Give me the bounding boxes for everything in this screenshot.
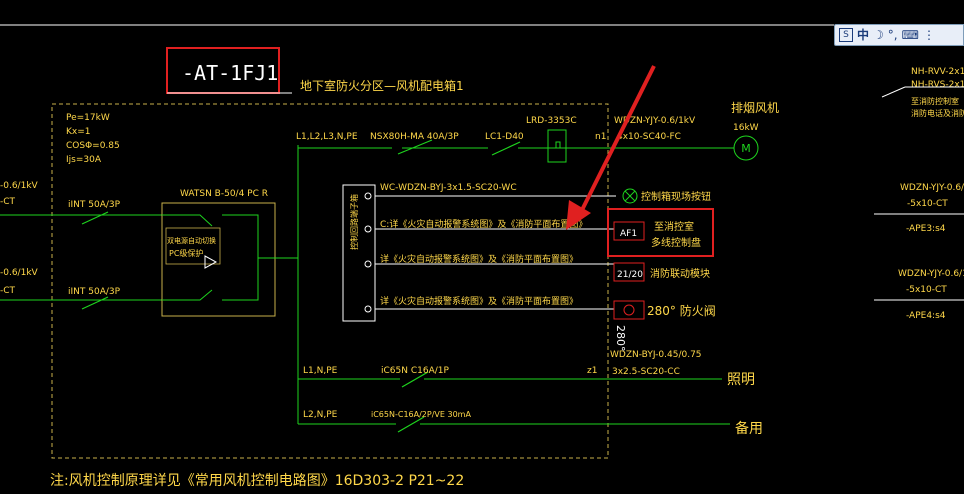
spare-breaker-switch xyxy=(397,416,425,433)
lighting-bus: L1,N,PE xyxy=(303,366,338,376)
ats-inner-text2: PC级保护 xyxy=(169,248,203,258)
linkage-box-label: 21/20 xyxy=(617,270,643,280)
af-box xyxy=(613,221,645,241)
incoming2-switch xyxy=(81,296,109,310)
control-line-d: 详《火灾自动报警系统图》及《消防平面布置图》 xyxy=(380,253,578,265)
fan-contactor-switch xyxy=(491,141,521,156)
main-bus-label: L1,L2,L3,N,PE xyxy=(296,132,358,142)
control-cable: WC-WDZN-BYJ-3x1.5-SC20-WC xyxy=(380,183,517,193)
fan-circuit-no: n1 xyxy=(595,132,606,142)
incoming1-breaker: iINT 50A/3P xyxy=(68,200,121,210)
control-module-label: 控制回路端子箱 xyxy=(349,194,359,250)
spare-label: 备用 xyxy=(735,420,763,437)
right-cable-a2: NH-RVS-2x1.0 xyxy=(911,80,964,90)
lighting-circuit: z1 xyxy=(587,366,597,376)
ats-inner-text1: 双电源自动切换 xyxy=(167,236,216,245)
incoming2-cable2: -CT xyxy=(0,286,16,296)
annotation-arrow-head xyxy=(566,200,591,230)
panel-id: -AT-1FJ1 xyxy=(182,61,278,85)
indicator-lamp-cross2 xyxy=(624,190,636,202)
right-label-b: -APE3:s4 xyxy=(906,224,946,234)
thermal-relay-box xyxy=(547,129,567,163)
param-kx: Kx=1 xyxy=(66,127,91,137)
fan-cable1: WDZN-YJY-0.6/1kV xyxy=(614,116,696,126)
right-a-diag xyxy=(881,86,906,98)
control-terminal-box xyxy=(342,184,376,322)
af-highlight xyxy=(607,208,714,257)
thermal-relay-icon xyxy=(552,141,564,149)
ats-in2 xyxy=(162,289,213,301)
spare-breaker: iC65N-C16A/2P/VE 30mA xyxy=(371,410,471,419)
moon-icon[interactable]: ☽ xyxy=(873,28,884,42)
right-cable-b2: -5x10-CT xyxy=(907,199,948,209)
right-cable-c2: -5x10-CT xyxy=(906,285,947,295)
punctuation-icon[interactable]: °, xyxy=(887,28,898,42)
control-line-e: 详《火灾自动报警系统图》及《消防平面布置图》 xyxy=(380,295,578,307)
lighting-label: 照明 xyxy=(727,372,755,388)
linkage-text: 消防联动模块 xyxy=(650,267,710,280)
right-cable-c1: WDZN-YJY-0.6/1kV xyxy=(898,269,964,279)
ime-toolbar[interactable]: S 中 ☽ °, ⌨ ⋮ xyxy=(834,24,964,46)
footer-note: 注:风机控制原理详见《常用风机控制电路图》16D303-2 P21~22 xyxy=(50,473,464,489)
ats-trip-icon xyxy=(204,255,218,269)
lighting-breaker-switch xyxy=(401,371,429,388)
lighting-cable1: WDZN-BYJ-0.45/0.75 xyxy=(610,350,702,360)
right-label-c: -APE4:s4 xyxy=(906,311,946,321)
fan-cable2: 4x10-SC40-FC xyxy=(617,132,681,142)
incoming1-cable: -0.6/1kV xyxy=(0,181,39,191)
incoming2-breaker: iINT 50A/3P xyxy=(68,287,121,297)
indicator-lamp-icon xyxy=(622,188,638,204)
motor-icon xyxy=(733,135,759,161)
param-cos: COSΦ=0.85 xyxy=(66,141,120,151)
damper-icon xyxy=(623,304,635,316)
right-text-a1: 至消防控制室 xyxy=(911,96,959,106)
control-lines xyxy=(364,192,616,313)
fan-breaker-label: NSX80H-MA 40A/3P xyxy=(370,132,459,142)
ats-box xyxy=(161,202,276,317)
ime-logo-icon[interactable]: S xyxy=(839,28,853,42)
spare-bus: L2,N,PE xyxy=(303,410,338,420)
af-text1: 至消控室 xyxy=(654,220,694,233)
ats-in1 xyxy=(162,214,213,227)
lighting-breaker: iC65N C16A/1P xyxy=(381,366,449,376)
af-text2: 多线控制盘 xyxy=(651,236,701,249)
right-cable-a1: NH-RVV-2x1.5 xyxy=(911,67,964,77)
param-pe: Pe=17kW xyxy=(66,113,110,123)
lighting-cable2: 3x2.5-SC20-CC xyxy=(612,367,680,377)
annotation-arrow-shaft xyxy=(577,65,656,217)
af-box-label: AF1 xyxy=(620,229,637,239)
linkage-box xyxy=(613,262,645,282)
fan-power: 16kW xyxy=(733,123,759,133)
right-cable-b1: WDZN-YJY-0.6/1kV xyxy=(900,183,964,193)
fan-contactor-label: LC1-D40 xyxy=(485,132,524,142)
indicator-label: 控制箱现场按钮 xyxy=(641,190,711,203)
motor-symbol: M xyxy=(741,142,751,155)
ats-label: WATSN B-50/4 PC R xyxy=(180,189,268,199)
incoming2-cable: -0.6/1kV xyxy=(0,268,39,278)
damper-text: 280° 防火阀 xyxy=(647,303,716,318)
keyboard-icon[interactable]: ⌨ xyxy=(901,28,919,42)
fan-relay-label: LRD-3353C xyxy=(526,116,577,126)
panel-desc: 地下室防火分区—风机配电箱1 xyxy=(300,78,464,93)
panel-outline xyxy=(51,103,609,459)
damper-box xyxy=(613,300,645,320)
more-options-icon[interactable]: ⋮ xyxy=(922,28,935,42)
damper-vertical: 280° xyxy=(614,325,627,352)
incoming1-cable2: -CT xyxy=(0,197,16,207)
ime-mode-toggle[interactable]: 中 xyxy=(857,28,870,42)
incoming1-switch xyxy=(81,211,109,225)
right-text-a2: 消防电话及消防广播 xyxy=(911,108,964,118)
control-line-c: C:详《火灾自动报警系统图》及《消防平面布置图》 xyxy=(380,218,587,230)
fan-label: 排烟风机 xyxy=(731,101,779,115)
fan-breaker-switch xyxy=(397,139,433,155)
ats-out xyxy=(222,214,259,301)
ats-inner-box xyxy=(165,227,221,265)
param-ijs: Ijs=30A xyxy=(66,155,102,165)
